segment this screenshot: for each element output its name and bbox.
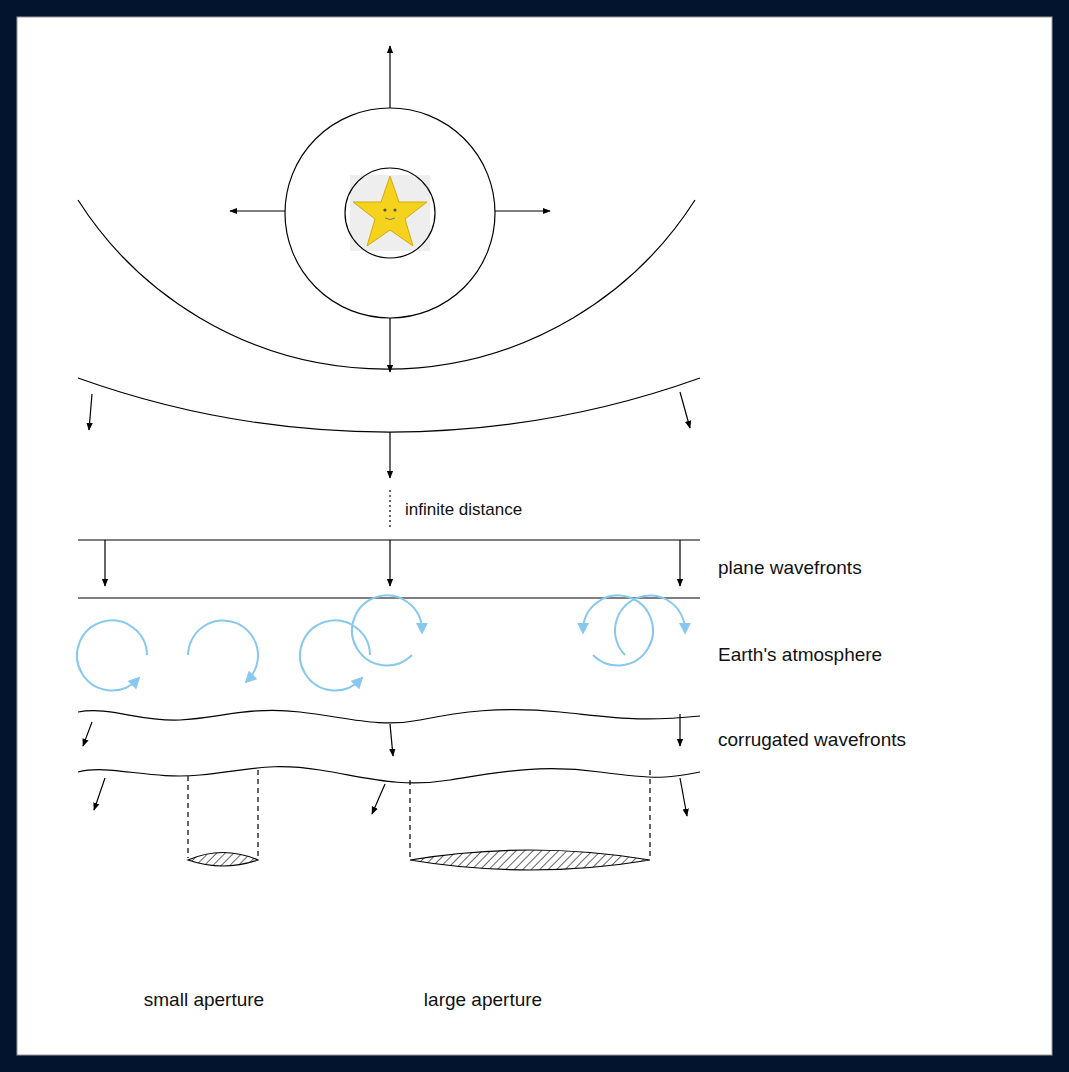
annotation-label: corrugated wavefronts <box>718 729 906 751</box>
annotation-label: infinite distance <box>405 500 522 520</box>
annotation-label: small aperture <box>144 989 264 1011</box>
annotation-label: Earth's atmosphere <box>718 644 882 666</box>
panel <box>17 17 1052 1055</box>
annotation-label: large aperture <box>424 989 542 1011</box>
annotation-label: plane wavefronts <box>718 557 862 579</box>
